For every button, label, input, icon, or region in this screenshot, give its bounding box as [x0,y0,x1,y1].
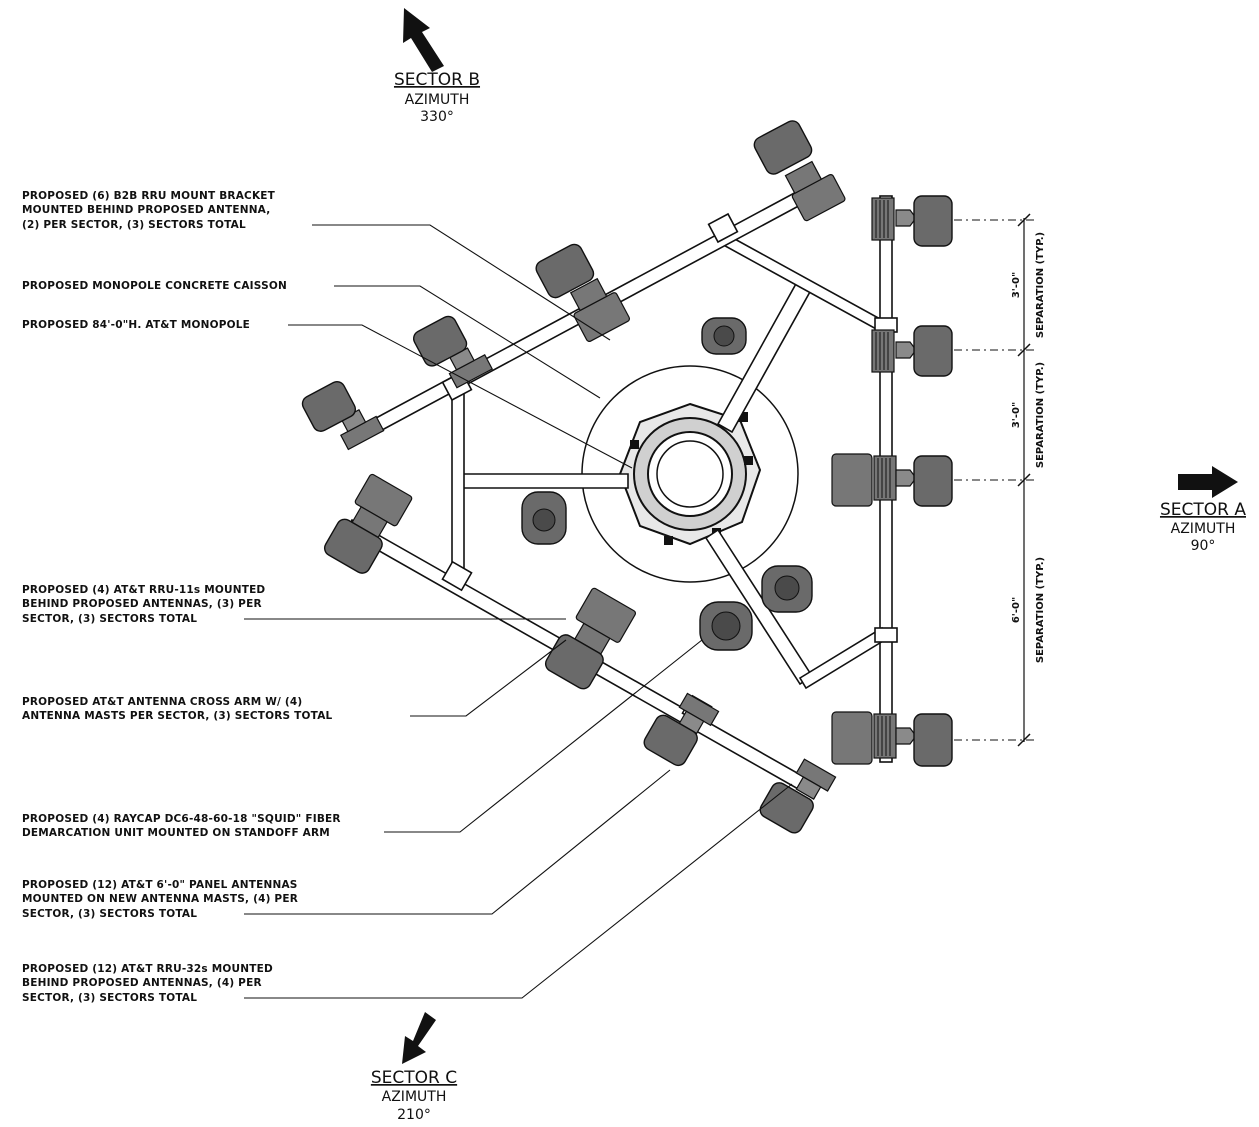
sector-a-squid-unit [699,565,813,651]
svg-text:MOUNTED BEHIND PROPOSED ANTENN: MOUNTED BEHIND PROPOSED ANTENNA, [22,204,270,216]
sector-c-antenna-4 [759,758,837,834]
sector-b-antenna-2 [535,243,631,342]
standoff-arm-c [704,528,814,686]
sector-b-antenna-3 [412,315,494,389]
sector-a-title: SECTOR A [1160,500,1246,520]
sector-c-title: SECTOR C [371,1068,457,1088]
svg-text:SECTOR, (3) SECTORS TOTAL: SECTOR, (3) SECTORS TOTAL [22,613,197,625]
dimension-1-value: 3'-0" [1011,272,1022,298]
sector-c-antenna-1 [323,473,413,574]
sector-a-antenna-3 [831,453,953,507]
sector-b-azimuth-value: 330° [420,109,454,125]
sector-b-azimuth-label: AZIMUTH [405,92,470,108]
callout-monopole: PROPOSED 84'-0"H. AT&T MONOPOLE [22,319,633,469]
svg-text:(2) PER SECTOR, (3) SECTORS TO: (2) PER SECTOR, (3) SECTORS TOTAL [22,219,246,231]
svg-text:SECTOR, (3) SECTORS TOTAL: SECTOR, (3) SECTORS TOTAL [22,992,197,1004]
sector-c-equipment [323,473,837,834]
standoff-arm-b [461,473,629,489]
callout-rru-11s: PROPOSED (4) AT&T RRU-11s MOUNTED BEHIND… [22,584,566,625]
callout-raycap-squid: PROPOSED (4) RAYCAP DC6-48-60-18 "SQUID"… [22,639,703,839]
svg-text:MOUNTED ON NEW ANTENNA MASTS,: MOUNTED ON NEW ANTENNA MASTS, (4) PER [22,893,298,905]
sector-c-azimuth-label: AZIMUTH [382,1089,447,1105]
sector-a-equipment [831,195,953,767]
callout-cross-arm: PROPOSED AT&T ANTENNA CROSS ARM W/ (4) A… [22,639,567,722]
svg-text:SECTOR, (3) SECTORS TOTAL: SECTOR, (3) SECTORS TOTAL [22,908,197,920]
sector-a-marker: SECTOR A AZIMUTH 90° [1160,466,1246,554]
svg-text:PROPOSED (4) RAYCAP DC6-48-60-: PROPOSED (4) RAYCAP DC6-48-60-18 "SQUID"… [22,813,341,825]
sector-b-equipment [301,120,846,451]
sector-a-antenna-4 [831,711,953,767]
sector-c-antenna-2 [544,587,637,690]
sector-c-arrow-icon [402,1012,436,1064]
sector-b-squid-unit [701,317,747,355]
dimension-3-value: 6'-0" [1011,597,1022,623]
dimension-1-note: SEPARATION (TYP.) [1035,232,1046,338]
svg-text:PROPOSED (4) AT&T RRU-11s MOUN: PROPOSED (4) AT&T RRU-11s MOUNTED [22,584,265,596]
monopole-inner-wall [656,440,724,508]
sector-a-azimuth-value: 90° [1191,538,1216,554]
svg-text:PROPOSED MONOPOLE CONCRETE CAI: PROPOSED MONOPOLE CONCRETE CAISSON [22,280,287,292]
callout-concrete-caisson: PROPOSED MONOPOLE CONCRETE CAISSON [22,280,601,399]
svg-text:PROPOSED 84'-0"H. AT&T MONOPOL: PROPOSED 84'-0"H. AT&T MONOPOLE [22,319,250,331]
callout-rru-32s: PROPOSED (12) AT&T RRU-32s MOUNTED BEHIN… [22,783,793,1004]
sector-c-azimuth-value: 210° [397,1107,431,1123]
callout-panel-antennas: PROPOSED (12) AT&T 6'-0" PANEL ANTENNAS … [22,769,671,920]
separation-dimensions: 3'-0" SEPARATION (TYP.) 3'-0" SEPARATION… [954,213,1046,747]
dimension-2-note: SEPARATION (TYP.) [1035,362,1046,468]
sector-a-arrow-icon [1178,466,1238,498]
svg-text:PROPOSED AT&T ANTENNA CROSS AR: PROPOSED AT&T ANTENNA CROSS ARM W/ (4) [22,696,302,708]
svg-text:PROPOSED (12) AT&T RRU-32s MOU: PROPOSED (12) AT&T RRU-32s MOUNTED [22,963,273,975]
monopole-assembly [581,365,799,583]
sector-c-antenna-3 [643,692,720,767]
dimension-2-value: 3'-0" [1011,402,1022,428]
sector-b-marker: SECTOR B AZIMUTH 330° [394,8,480,125]
svg-text:BEHIND PROPOSED ANTENNAS, (4): BEHIND PROPOSED ANTENNAS, (4) PER [22,977,262,989]
svg-text:ANTENNA MASTS PER SECTOR, (3): ANTENNA MASTS PER SECTOR, (3) SECTORS TO… [22,710,333,722]
sector-b-arrow-icon [403,8,444,72]
svg-text:PROPOSED (12) AT&T 6'-0" PANEL: PROPOSED (12) AT&T 6'-0" PANEL ANTENNAS [22,879,298,891]
svg-text:BEHIND PROPOSED ANTENNAS, (3): BEHIND PROPOSED ANTENNAS, (3) PER [22,598,262,610]
sector-b-antenna-4 [301,381,385,451]
sector-b-antenna-1 [753,120,846,222]
sector-c-marker: SECTOR C AZIMUTH 210° [371,1012,457,1123]
sector-a-azimuth-label: AZIMUTH [1171,521,1236,537]
callout-rru-mount-bracket: PROPOSED (6) B2B RRU MOUNT BRACKET MOUNT… [22,190,611,341]
sector-b-title: SECTOR B [394,70,480,90]
sector-c-squid-unit [521,491,567,545]
svg-text:PROPOSED (6) B2B RRU MOUNT BRA: PROPOSED (6) B2B RRU MOUNT BRACKET [22,190,276,202]
dimension-3-note: SEPARATION (TYP.) [1035,557,1046,663]
sector-a-antenna-2 [871,325,953,377]
callout-notes: PROPOSED (6) B2B RRU MOUNT BRACKET MOUNT… [22,190,793,1004]
sector-a-antenna-1 [871,195,953,247]
svg-text:DEMARCATION UNIT MOUNTED ON ST: DEMARCATION UNIT MOUNTED ON STANDOFF ARM [22,827,330,839]
standoff-arms [461,280,814,686]
